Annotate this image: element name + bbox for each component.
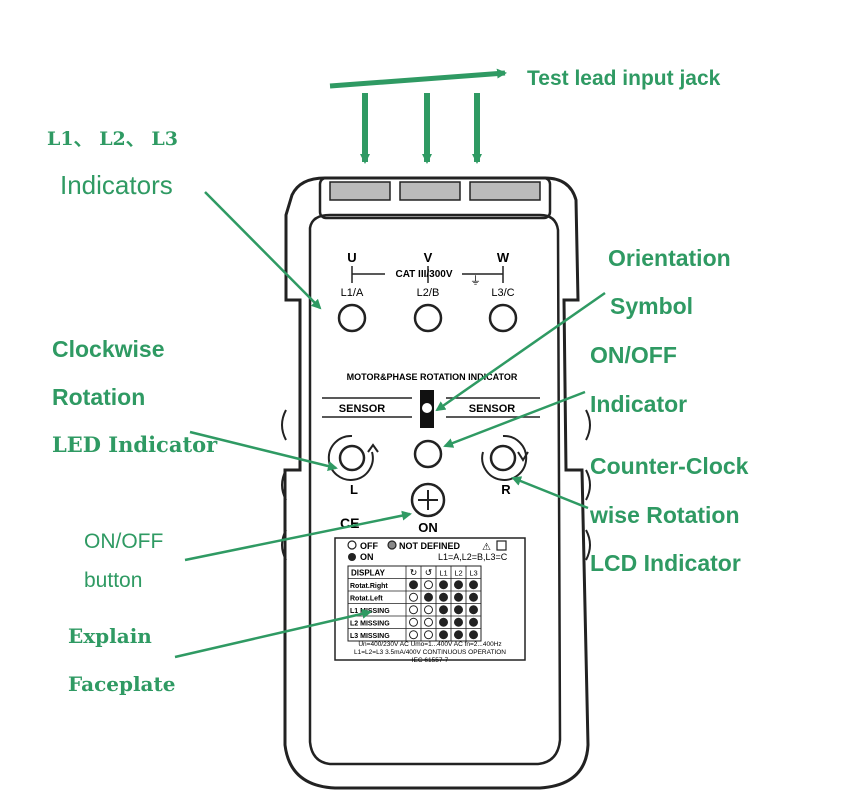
table-cell-led	[469, 630, 478, 640]
spec-line-1: Un=400/230V AC Umo=1...400V AC fn=2...40…	[358, 641, 501, 648]
onoff-button[interactable]	[410, 482, 446, 518]
onoff-indicator-callout-1: ON/OFF	[590, 342, 677, 368]
sensor-label-left: SENSOR	[339, 403, 386, 415]
phase-w: W	[497, 250, 510, 265]
l2-indicator-led	[413, 303, 443, 333]
warning-icon: ⚠	[482, 542, 491, 553]
onoff-button-callout-2: button	[84, 569, 143, 592]
table-cell-led	[469, 617, 478, 627]
table-header-col: L3	[469, 569, 477, 578]
table-row-label: Rotat.Right	[350, 583, 388, 590]
double-insulation-icon	[496, 540, 507, 551]
onoff-button-callout-1: ON/OFF	[84, 530, 164, 553]
onoff-indicator-led	[413, 439, 443, 469]
terminal-label-l2: L2/B	[417, 287, 440, 299]
device-body	[281, 176, 591, 790]
table-cell-led	[424, 605, 433, 615]
legend-not-defined: NOT DEFINED	[399, 541, 461, 551]
table-header-col: L2	[454, 569, 462, 578]
table-cell-led	[469, 605, 478, 615]
table-cell-led	[454, 580, 463, 590]
cat-rating: CAT III/300V	[395, 269, 452, 280]
l3-indicator-led	[488, 303, 518, 333]
spec-line-2: L1=L2=L3 3.5mA/400V CONTINUOUS OPERATION	[354, 649, 506, 656]
table-cell-led	[439, 580, 448, 590]
table-header-cw-icon: ↻	[410, 568, 418, 578]
orientation-callout-1: Orientation	[608, 245, 731, 271]
terminal-label-l1: L1/A	[341, 287, 364, 299]
table-row-label: Rotat.Left	[350, 596, 383, 603]
ccw-callout-1: Counter-Clock	[590, 453, 749, 479]
legend-off: OFF	[360, 541, 378, 551]
table-cell-led	[439, 592, 448, 602]
counterclockwise-rotation-led	[481, 434, 529, 481]
onoff-indicator-callout-2: Indicator	[590, 391, 688, 417]
ccw-callout-3: LCD Indicator	[590, 550, 741, 576]
table-cell-led	[409, 605, 418, 615]
table-cell-led	[439, 605, 448, 615]
table-row-label: L3 MISSING	[350, 633, 390, 640]
phase-lines	[351, 266, 504, 283]
table-cell-led	[454, 617, 463, 627]
table-cell-led	[469, 592, 478, 602]
table-row-label: L2 MISSING	[350, 621, 390, 628]
table-cell-led	[454, 605, 463, 615]
table-cell-led	[409, 580, 418, 590]
ground-icon: ⏚	[470, 274, 481, 287]
sensor-label-right: SENSOR	[469, 403, 516, 415]
table-cell-led	[424, 592, 433, 602]
l-indicators-callout-top: L1、 L2、 L3	[47, 128, 178, 150]
table-cell-led	[409, 630, 418, 640]
clockwise-rotation-led	[327, 434, 379, 481]
table-cell-led	[409, 592, 418, 602]
table-cell-led	[454, 630, 463, 640]
table-cell-led	[439, 617, 448, 627]
jack-3[interactable]	[469, 181, 541, 201]
table-cell-led	[439, 630, 448, 640]
table-cell-led	[424, 617, 433, 627]
legend-mapping: L1=A,L2=B,L3=C	[438, 552, 508, 562]
on-label: ON	[418, 520, 438, 535]
spec-line-3: IEC 61557-7	[412, 657, 449, 664]
explain-callout-1: Explain	[68, 624, 152, 648]
device-title-bar: MOTOR&PHASE ROTATION INDICATOR	[347, 372, 518, 382]
indicators-callout: Indicators	[60, 170, 173, 200]
legend-on: ON	[360, 552, 374, 562]
clockwise-callout-3: LED Indicator	[52, 432, 218, 457]
callout-arrows	[174, 68, 606, 659]
table-cell-led	[424, 630, 433, 640]
clockwise-callout-2: Rotation	[52, 384, 146, 410]
orientation-symbol	[420, 390, 434, 428]
explain-faceplate: OFF NOT DEFINED ⚠ ON L1=A,L2=B,L3=C DISP…	[334, 537, 526, 664]
clockwise-callout-1: Clockwise	[52, 336, 165, 362]
test-lead-callout: Test lead input jack	[527, 67, 721, 90]
table-header-col: L1	[439, 569, 447, 578]
table-cell-led	[469, 580, 478, 590]
table-cell-led	[454, 592, 463, 602]
jack-2[interactable]	[399, 181, 461, 201]
rotation-letter-r: R	[501, 482, 511, 497]
l1-indicator-led	[337, 303, 367, 333]
phase-v: V	[424, 250, 433, 265]
explain-callout-2: Faceplate	[68, 672, 176, 696]
jack-1[interactable]	[329, 181, 391, 201]
table-cell-led	[409, 617, 418, 627]
ccw-callout-2: wise Rotation	[590, 502, 740, 528]
table-cell-led	[424, 580, 433, 590]
phase-u: U	[347, 250, 356, 265]
rotation-letter-l: L	[350, 482, 358, 497]
terminal-label-l3: L3/C	[491, 287, 514, 299]
orientation-callout-2: Symbol	[610, 293, 694, 319]
table-header-display: DISPLAY	[351, 569, 386, 578]
table-header-ccw-icon: ↺	[425, 568, 433, 578]
